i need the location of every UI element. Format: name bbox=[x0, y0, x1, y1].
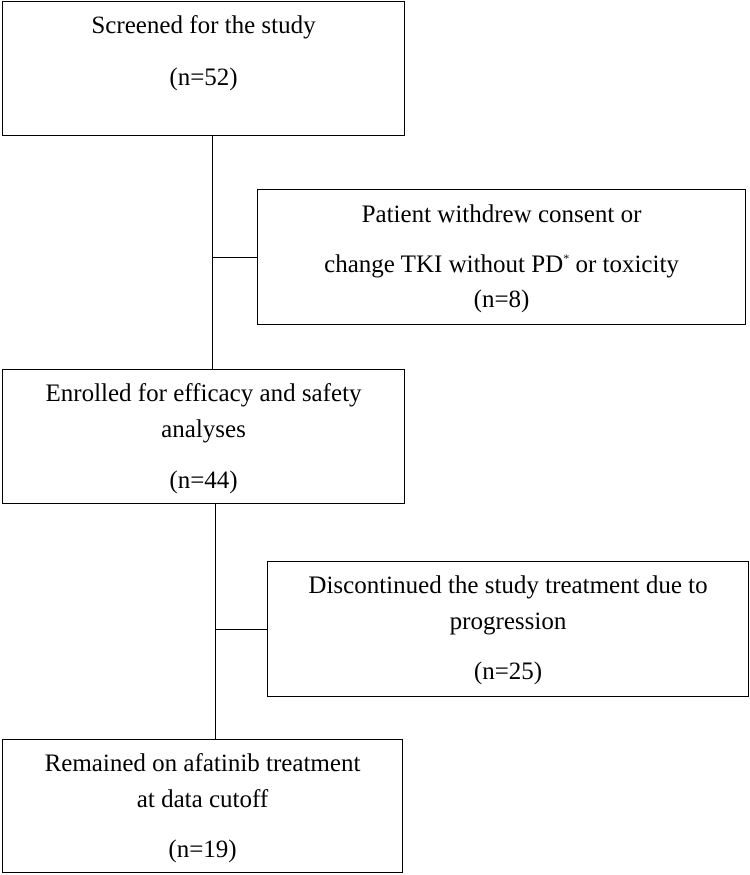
discontinued-box: Discontinued the study treatment due to … bbox=[267, 561, 749, 697]
enrolled-line2: analyses bbox=[161, 416, 246, 443]
screened-count: (n=52) bbox=[169, 64, 238, 91]
enrolled-box: Enrolled for efficacy and safety analyse… bbox=[2, 369, 405, 504]
withdrew-line2-text: change TKI without PD bbox=[324, 251, 564, 278]
remained-count: (n=19) bbox=[168, 836, 237, 863]
enrolled-line1: Enrolled for efficacy and safety bbox=[45, 380, 362, 407]
withdrew-count: (n=8) bbox=[473, 286, 530, 313]
withdrew-line2: change TKI without PD* or toxicity bbox=[258, 247, 745, 283]
withdrew-footnote-marker: * bbox=[563, 251, 570, 265]
withdrew-box: Patient withdrew consent or change TKI w… bbox=[257, 189, 746, 325]
connector-enrolled-to-remained bbox=[215, 503, 216, 740]
remained-line2: at data cutoff bbox=[136, 786, 269, 813]
discontinued-line1: Discontinued the study treatment due to bbox=[308, 572, 708, 599]
connector-to-withdrew bbox=[212, 257, 258, 258]
enrolled-count: (n=44) bbox=[169, 467, 238, 494]
connector-to-discontinued bbox=[215, 629, 268, 630]
connector-screened-to-enrolled bbox=[212, 135, 213, 370]
withdrew-line1: Patient withdrew consent or bbox=[361, 201, 642, 228]
withdrew-line2-text-end: or toxicity bbox=[569, 251, 679, 278]
remained-box: Remained on afatinib treatment at data c… bbox=[2, 739, 403, 873]
screened-box: Screened for the study (n=52) bbox=[2, 1, 405, 136]
discontinued-count: (n=25) bbox=[473, 658, 543, 685]
remained-line1: Remained on afatinib treatment bbox=[44, 750, 361, 777]
screened-label: Screened for the study bbox=[91, 12, 316, 39]
discontinued-line2: progression bbox=[449, 608, 567, 635]
